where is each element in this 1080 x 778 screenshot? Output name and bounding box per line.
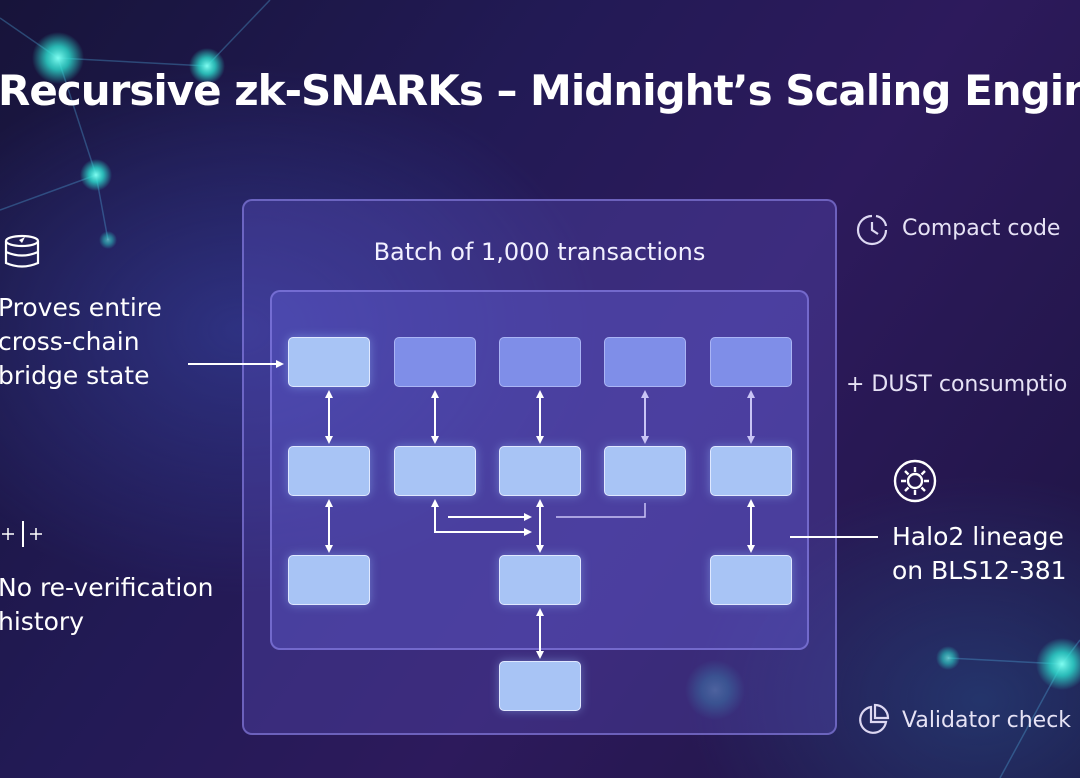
- aggregate-proof-box: [499, 555, 581, 605]
- pie-icon: [859, 703, 890, 734]
- note-validator-check: Validator check: [902, 708, 1072, 733]
- network-node: [99, 231, 117, 249]
- page-title: Recursive zk-SNARKs – Midnight’s Scaling…: [0, 66, 1080, 115]
- left-note-bridge: Proves entire cross-chain bridge state: [0, 291, 162, 393]
- network-node: [189, 48, 225, 84]
- database-icon: [4, 234, 40, 268]
- note-dust-consumption: + DUST consumptio: [846, 372, 1068, 397]
- note-line: on BLS12-381: [892, 556, 1067, 585]
- note-line: Halo2 lineage: [892, 522, 1064, 551]
- note-line: cross-chain: [0, 327, 140, 356]
- aggregate-proof-box: [288, 555, 370, 605]
- network-node: [936, 646, 960, 670]
- proof-box: [288, 446, 370, 496]
- note-line: No re-verification: [0, 573, 214, 602]
- gear-icon: [893, 459, 937, 503]
- proof-box: [604, 446, 686, 496]
- proof-box: [499, 446, 581, 496]
- note-halo2: Halo2 lineage on BLS12-381: [892, 520, 1067, 588]
- note-line: bridge state: [0, 361, 150, 390]
- transaction-box: [499, 337, 581, 387]
- proof-box: [710, 446, 792, 496]
- transaction-box: [604, 337, 686, 387]
- network-node: [685, 660, 745, 720]
- proof-box: [394, 446, 476, 496]
- note-line: Proves entire: [0, 293, 162, 322]
- transaction-box: [394, 337, 476, 387]
- aggregate-proof-box: [710, 555, 792, 605]
- network-node: [32, 32, 84, 84]
- note-line: history: [0, 607, 84, 636]
- transaction-box: [288, 337, 370, 387]
- sparkle-divider-icon: [2, 521, 42, 547]
- final-proof-box: [499, 661, 581, 711]
- network-node: [80, 159, 112, 191]
- transaction-box: [710, 337, 792, 387]
- left-note-history: No re-verification history: [0, 571, 214, 639]
- network-node: [1036, 638, 1080, 690]
- note-compact-code: Compact code: [902, 216, 1061, 241]
- clock-icon: [856, 214, 888, 246]
- batch-label: Batch of 1,000 transactions: [373, 238, 706, 266]
